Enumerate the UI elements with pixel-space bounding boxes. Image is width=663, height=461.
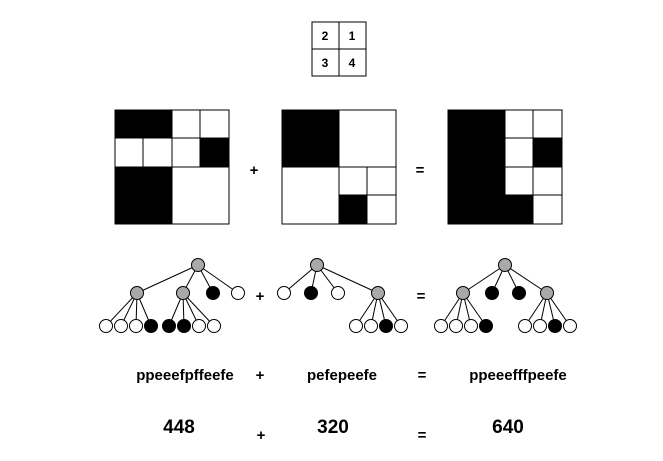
- tree-node-white: [331, 286, 345, 300]
- tree-node-gray: [191, 258, 205, 272]
- tree-node-black: [144, 319, 158, 333]
- code-b: pefepeefe: [307, 367, 377, 384]
- tree-node-black: [485, 286, 499, 300]
- tree-node-white: [563, 319, 577, 333]
- tree-node-white: [129, 319, 143, 333]
- tree-node-white: [207, 319, 221, 333]
- quadtree-tree-b: [277, 258, 408, 333]
- tree-node-black: [304, 286, 318, 300]
- quadrant-key-label-ne: 1: [349, 29, 356, 43]
- quadtree-tree-c: [434, 258, 577, 333]
- tree-node-black: [479, 319, 493, 333]
- code-c: ppeeefffpeefe: [469, 367, 567, 384]
- quadrant-key-label-se: 4: [349, 56, 356, 70]
- code-a: ppeeefpffeefe: [136, 367, 234, 384]
- plus-sign-counts: +: [257, 427, 266, 444]
- tree-node-black: [379, 319, 393, 333]
- quadtree-image-a: [114, 109, 230, 225]
- plus-sign-images: +: [250, 162, 259, 179]
- count-b: 320: [317, 417, 349, 438]
- tree-node-white: [192, 319, 206, 333]
- tree-node-gray: [310, 258, 324, 272]
- tree-node-gray: [176, 286, 190, 300]
- tree-node-gray: [456, 286, 470, 300]
- tree-node-white: [277, 286, 291, 300]
- tree-node-white: [434, 319, 448, 333]
- tree-node-gray: [130, 286, 144, 300]
- count-c: 640: [492, 417, 524, 438]
- tree-node-white: [394, 319, 408, 333]
- tree-node-white: [533, 319, 547, 333]
- equals-sign-images: =: [416, 162, 425, 179]
- quadrant-key-label-nw: 2: [322, 29, 329, 43]
- tree-node-white: [464, 319, 478, 333]
- tree-node-gray: [371, 286, 385, 300]
- count-a: 448: [163, 417, 195, 438]
- tree-node-white: [518, 319, 532, 333]
- tree-node-white: [364, 319, 378, 333]
- quadrant-key-label-sw: 3: [322, 56, 329, 70]
- tree-node-gray: [540, 286, 554, 300]
- tree-node-white: [449, 319, 463, 333]
- equals-sign-trees: =: [417, 288, 426, 305]
- tree-node-black: [177, 319, 191, 333]
- plus-sign-codes: +: [256, 367, 265, 384]
- tree-node-black: [548, 319, 562, 333]
- tree-node-black: [206, 286, 220, 300]
- quadtree-tree-a: [99, 258, 245, 333]
- quadtree-image-c: [447, 109, 563, 225]
- tree-node-black: [512, 286, 526, 300]
- quadtree-image-b: [281, 109, 397, 225]
- plus-sign-trees: +: [256, 288, 265, 305]
- tree-node-white: [349, 319, 363, 333]
- tree-node-black: [162, 319, 176, 333]
- quadrant-key: 2 1 3 4: [311, 21, 367, 77]
- tree-node-white: [231, 286, 245, 300]
- tree-node-white: [114, 319, 128, 333]
- tree-node-gray: [498, 258, 512, 272]
- tree-node-white: [99, 319, 113, 333]
- equals-sign-counts: =: [418, 427, 427, 444]
- equals-sign-codes: =: [418, 367, 427, 384]
